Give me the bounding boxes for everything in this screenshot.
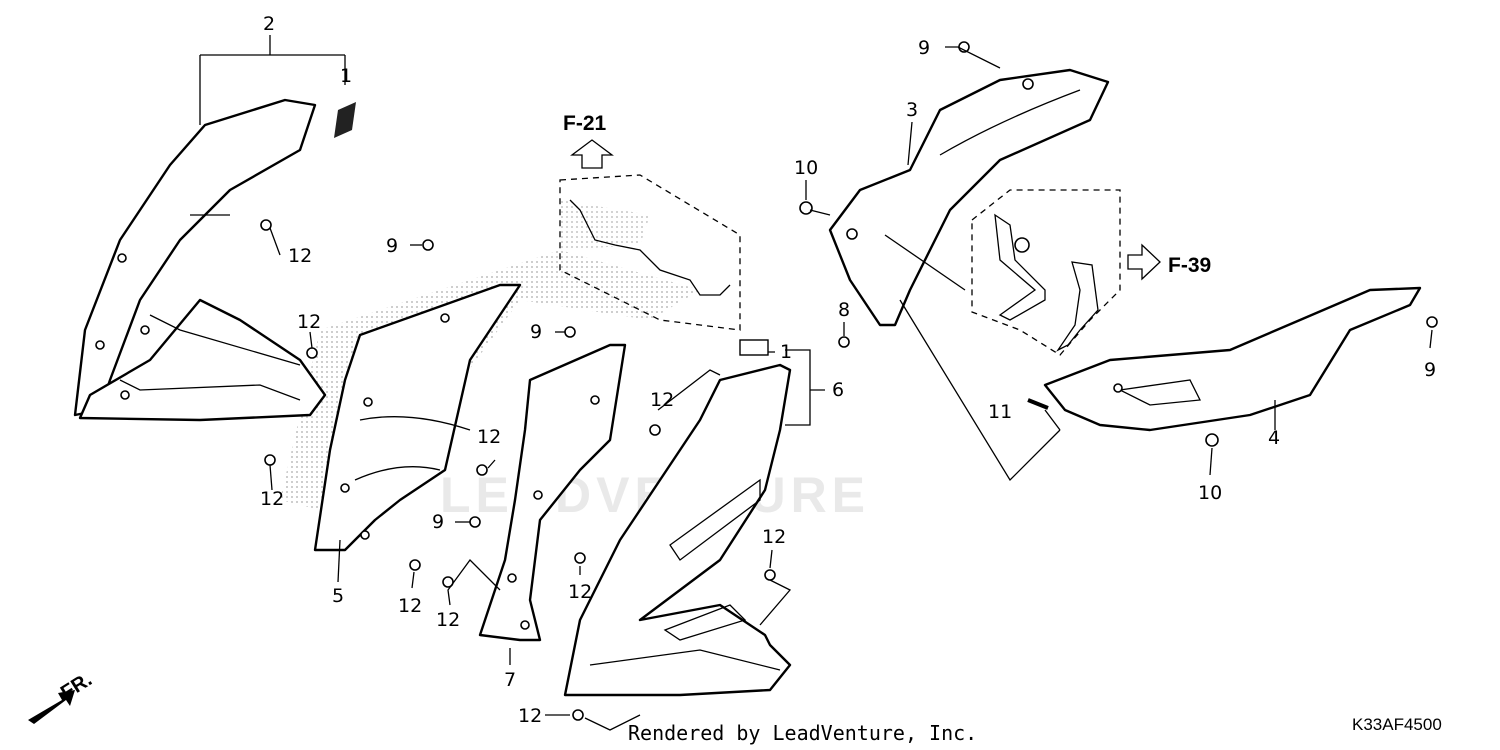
reference-f39[interactable]: F-39 — [1168, 254, 1211, 277]
callout-12-c: 12 — [260, 488, 284, 510]
callout-12-d: 12 — [477, 426, 501, 448]
callout-11: 11 — [988, 401, 1012, 423]
callout-4: 4 — [1268, 427, 1280, 449]
callout-9-b: 9 — [530, 321, 542, 343]
callout-1-mid: 1 — [780, 341, 792, 363]
stay-bracket — [569, 199, 731, 296]
upper-cowl-part — [73, 98, 327, 422]
reference-f21[interactable]: F-21 — [563, 112, 607, 135]
right-lower-cowl-part — [1043, 286, 1422, 432]
callout-12-i: 12 — [762, 526, 786, 548]
right-upper-cowl-part — [828, 68, 1110, 327]
callout-12-e: 12 — [650, 389, 674, 411]
callout-9-e: 9 — [1424, 359, 1436, 381]
bracket-assembly — [971, 189, 1121, 356]
callout-6: 6 — [832, 379, 844, 401]
callout-7: 7 — [504, 669, 516, 691]
callout-10-b: 10 — [1198, 482, 1222, 504]
callout-12-g: 12 — [436, 609, 460, 631]
callout-2: 2 — [263, 13, 275, 35]
diagram-code: K33AF4500 — [1352, 715, 1442, 734]
callout-8: 8 — [838, 299, 850, 321]
callout-10-a: 10 — [794, 157, 818, 179]
front-arrow-icon — [28, 690, 75, 724]
callout-12-f: 12 — [398, 595, 422, 617]
stipple-area-top — [560, 200, 650, 250]
inner-bracket-part — [478, 343, 627, 642]
callout-12-j: 12 — [518, 705, 542, 727]
callout-9-a: 9 — [386, 235, 398, 257]
callout-1-emblem: 1 — [340, 65, 352, 87]
callout-12-h: 12 — [568, 581, 592, 603]
leader-lines — [199, 35, 1433, 731]
callout-5: 5 — [332, 585, 344, 607]
f21-arrow-icon — [570, 139, 614, 169]
f21-dashed-box — [559, 174, 741, 331]
footer-credit: Rendered by LeadVenture, Inc. — [628, 721, 977, 745]
f39-arrow-icon — [1127, 243, 1161, 281]
callout-9-c: 9 — [432, 511, 444, 533]
callout-12-b: 12 — [297, 311, 321, 333]
bolt-markers — [260, 41, 1438, 721]
side-cowl-part — [563, 363, 792, 697]
callout-12-a: 12 — [288, 245, 312, 267]
callout-9-d: 9 — [918, 37, 930, 59]
callout-3: 3 — [906, 99, 918, 121]
emblem-part — [334, 102, 356, 138]
inner-panel-left-part — [313, 283, 522, 552]
